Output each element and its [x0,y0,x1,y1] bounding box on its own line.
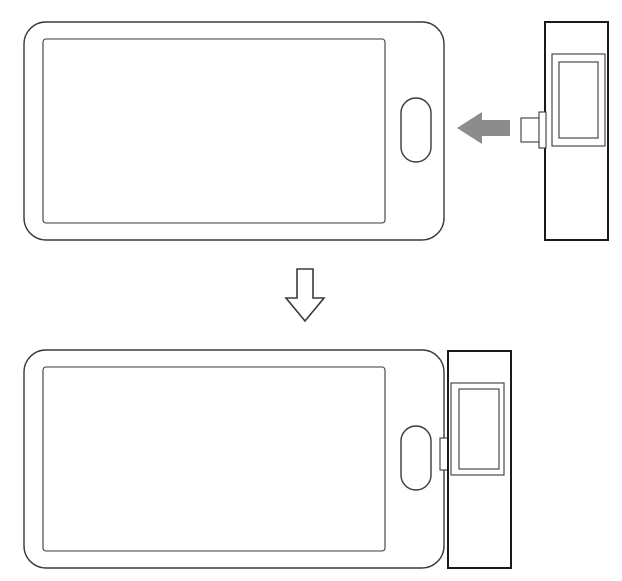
phone-home-button [400,97,432,163]
phone-bottom [23,349,445,569]
phone-home-button [400,425,432,491]
step-1-before [23,21,609,241]
step-2-after [23,349,512,569]
module-connector [439,437,449,471]
module-display [458,388,500,470]
phone-top [23,21,445,241]
module-top [520,21,609,241]
down-outline-arrow-icon [284,268,326,323]
phone-screen [42,38,386,224]
insert-arrow-icon [457,112,510,144]
module-display [558,61,599,139]
module-connector-neck [538,111,547,149]
phone-screen [42,366,386,552]
module-bottom [439,350,512,569]
